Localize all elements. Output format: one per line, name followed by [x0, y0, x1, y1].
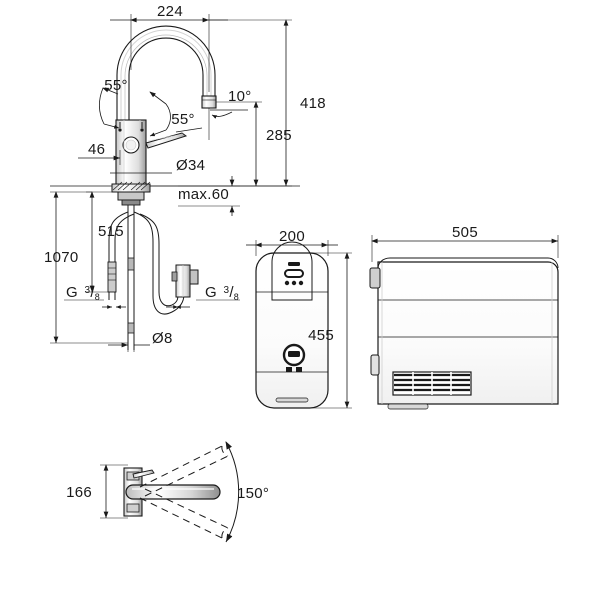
swivel-indicator-marks — [118, 122, 144, 132]
dimension-label-d34: Ø34 — [176, 157, 205, 174]
angle-label-55-left: 55° — [104, 77, 128, 94]
faucet-elevation-view: 224 418 285 10° — [44, 3, 326, 352]
faucet-lever-handle — [145, 132, 188, 149]
dimension-label-200: 200 — [279, 228, 305, 245]
thread-label-right-text: G 3/8 — [205, 284, 239, 302]
plan-spout-ghost-upper — [139, 445, 229, 497]
dimension-spout-reach: 224 — [110, 3, 228, 92]
thread-label-right: G 3/8 — [166, 284, 240, 309]
angle-swivel-range: 150° — [225, 441, 269, 543]
dimension-label-285: 285 — [266, 127, 292, 144]
unit-front-view: 200 455 — [246, 228, 352, 409]
dimension-tube-diameter: Ø8 — [108, 330, 173, 352]
angle-label-150: 150° — [237, 485, 269, 502]
dimension-unit-height: 455 — [300, 252, 352, 409]
unit-side-top-connector — [369, 267, 381, 289]
dimension-label-max60: max.60 — [178, 186, 229, 203]
dimension-label-515: 515 — [98, 223, 124, 240]
dimension-max-counter-thickness: max.60 — [178, 176, 240, 216]
angle-swivel-right: 55° — [149, 91, 203, 137]
dimension-label-d8: Ø8 — [152, 330, 173, 347]
dimension-spout-height: 285 — [216, 101, 292, 186]
dimension-hose-515: 515 — [86, 191, 124, 293]
angle-label-55-right: 55° — [171, 111, 195, 128]
control-panel-icon — [284, 262, 304, 286]
dimension-plan-depth: 166 — [66, 464, 128, 519]
unit-side-view: 505 — [369, 224, 559, 410]
unit-side-bottom-connector — [370, 354, 380, 376]
brand-badge-icon — [282, 343, 306, 372]
unit-side-top-edge — [377, 257, 559, 269]
unit-side-foot — [387, 403, 429, 410]
dimension-unit-width: 200 — [246, 228, 338, 256]
dimension-label-418: 418 — [300, 95, 326, 112]
dimension-unit-depth: 505 — [371, 224, 559, 262]
dimension-label-224: 224 — [157, 3, 183, 20]
angle-swivel-left: 55° — [98, 77, 128, 129]
dimension-base-diameter: Ø34 — [110, 157, 205, 180]
dimension-label-505: 505 — [452, 224, 478, 241]
dimension-label-455: 455 — [308, 327, 334, 344]
ventilation-grille — [392, 371, 472, 396]
plan-spout — [125, 484, 221, 500]
dimension-handle-offset: 46 — [78, 141, 121, 165]
thread-label-left: G 3/8 — [64, 284, 126, 309]
angle-spout-tilt: 10° — [210, 88, 252, 119]
dimension-label-46: 46 — [88, 141, 105, 158]
unit-front-foot — [275, 397, 309, 403]
unit-side-body — [377, 261, 559, 405]
angle-valve-connector — [171, 264, 199, 298]
dimension-label-1070: 1070 — [44, 249, 79, 266]
faucet-plan-view: 150° 166 — [66, 441, 269, 543]
spout-outlet — [201, 95, 217, 140]
faucet-shank-and-hoses — [107, 205, 185, 350]
plan-spout-ghost-lower — [139, 488, 229, 539]
faucet-mounting-base — [111, 181, 151, 206]
thread-label-left-text: G 3/8 — [66, 284, 100, 302]
dimension-label-166: 166 — [66, 484, 92, 501]
dimension-hose-1070: 1070 — [44, 191, 128, 344]
plan-lever-stub — [132, 469, 155, 479]
angle-label-10: 10° — [228, 88, 252, 105]
